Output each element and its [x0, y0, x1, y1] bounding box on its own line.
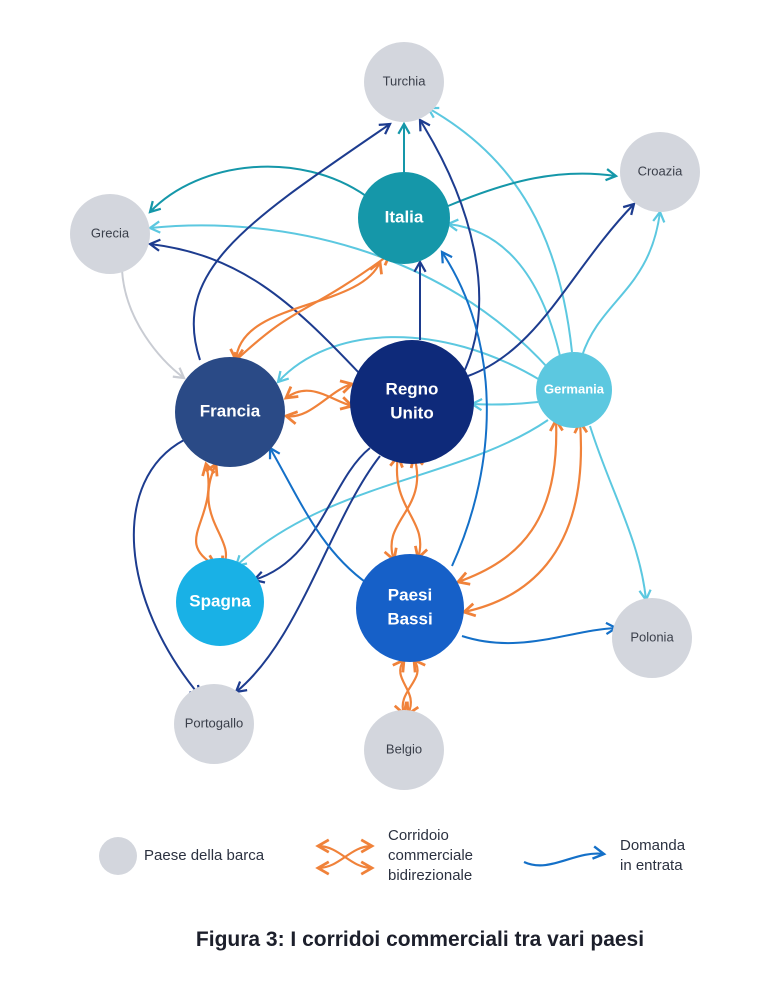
- corridor-pb-belgio-b: [393, 657, 426, 717]
- legend-bidirectional-line1: Corridoio: [388, 827, 449, 844]
- edge-regno-croazia: [467, 202, 636, 377]
- corridor-germania-pb-a: [455, 417, 564, 586]
- edge-germania-croazia: [581, 209, 666, 357]
- legend-bidirectional-text: Corridoio commerciale bidirezionale: [388, 826, 473, 886]
- label-spagna: Spagna: [189, 591, 251, 610]
- legend-blue-arrow-icon: [523, 845, 607, 867]
- edge-regno-grecia: [147, 238, 361, 375]
- node-portogallo: Portogallo: [174, 684, 254, 764]
- label-croazia: Croazia: [638, 163, 684, 178]
- node-germania: Germania: [536, 352, 612, 428]
- legend-incoming-text: Domanda in entrata: [620, 836, 685, 876]
- corridor-germania-pb-b: [461, 419, 589, 618]
- corridor-francia-italia-b: [229, 252, 393, 366]
- legend-bidirectional-line2: commerciale: [388, 847, 474, 864]
- label-polonia: Polonia: [630, 629, 674, 644]
- legend-bidirectional-line3: bidirezionale: [388, 867, 473, 884]
- label-regno-unito-line1: Regno: [386, 379, 439, 398]
- edge-grecia-francia: [121, 269, 186, 380]
- corridor-francia-regno-b: [283, 379, 355, 425]
- legend-incoming-line2: in entrata: [620, 857, 683, 874]
- edge-francia-portogallo: [132, 439, 202, 698]
- edge-regno-turchia: [418, 118, 481, 377]
- legend-boat-country-text: Paese della barca: [144, 846, 264, 866]
- label-paesi-bassi-line2: Bassi: [387, 609, 432, 628]
- label-italia: Italia: [385, 207, 424, 226]
- edge-italia-turchia-light: [448, 141, 607, 200]
- node-paesi-bassi: Paesi Bassi: [356, 554, 464, 662]
- legend: [99, 837, 607, 876]
- node-croazia: Croazia: [620, 132, 700, 212]
- label-paesi-bassi-line1: Paesi: [388, 585, 432, 604]
- corridor-francia-spagna-b: [205, 461, 234, 571]
- legend-orange-corridor-icon: [315, 838, 375, 876]
- corridor-francia-spagna-a: [195, 461, 219, 568]
- edge-germania-turchia: [426, 106, 573, 353]
- legend-grey-circle-icon: [99, 837, 137, 875]
- node-francia: Francia: [175, 357, 285, 467]
- figure-caption: Figura 3: I corridoi commerciali tra var…: [195, 928, 645, 951]
- node-belgio: Belgio: [364, 710, 444, 790]
- label-regno-unito-line2: Unito: [390, 403, 433, 422]
- node-italia: Italia: [358, 172, 450, 264]
- edge-italia-croazia: [447, 168, 619, 207]
- node-grecia: Grecia: [70, 194, 150, 274]
- node-polonia: Polonia: [612, 598, 692, 678]
- edge-pb-polonia: [461, 621, 619, 644]
- edge-regno-spagna: [251, 447, 371, 584]
- edge-germania-grecia: [147, 220, 549, 369]
- legend-incoming-line1: Domanda: [620, 837, 686, 854]
- edge-regno-portogallo: [234, 455, 381, 694]
- edge-germania-italia: [445, 218, 561, 357]
- node-spagna: Spagna: [176, 558, 264, 646]
- node-regno-unito: Regno Unito: [350, 340, 474, 464]
- edge-italia-grecia: [148, 165, 367, 214]
- label-turchia: Turchia: [383, 73, 427, 88]
- corridor-regno-pb-b: [383, 453, 424, 563]
- label-belgio: Belgio: [386, 741, 422, 756]
- label-portogallo: Portogallo: [185, 715, 244, 730]
- edges-from-italia: [148, 121, 619, 214]
- legend-boat-country-label: Paese della barca: [144, 847, 265, 864]
- node-turchia: Turchia: [364, 42, 444, 122]
- edge-pb-francia: [268, 446, 369, 585]
- edge-germania-regno: [469, 397, 539, 412]
- edge-germania-polonia: [589, 425, 652, 603]
- label-francia: Francia: [200, 401, 261, 420]
- edge-francia-turchia: [192, 122, 392, 361]
- label-germania: Germania: [544, 381, 605, 396]
- label-grecia: Grecia: [91, 225, 130, 240]
